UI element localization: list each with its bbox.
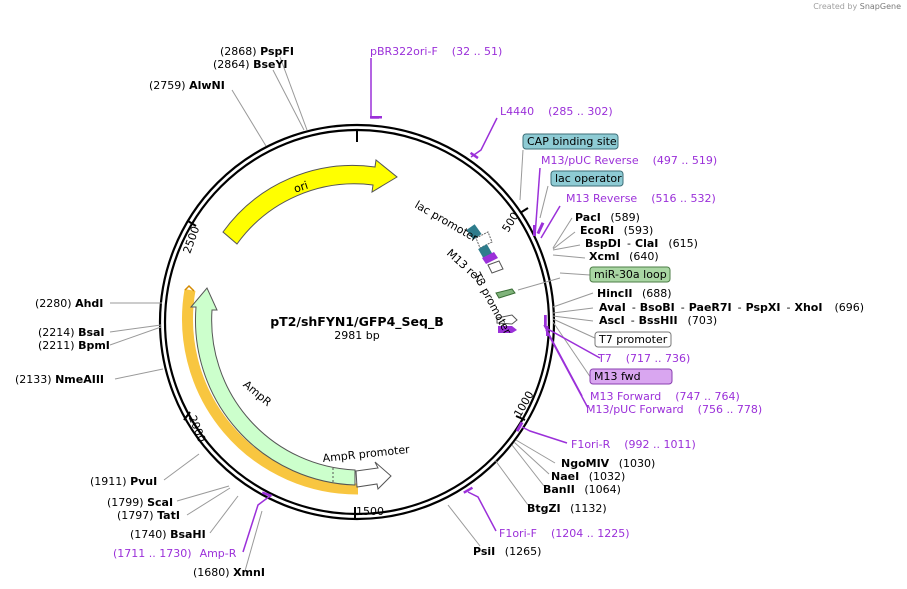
- tick-label-1500: 1500: [356, 505, 384, 518]
- primer-t7[interactable]: T7(717 .. 736): [597, 352, 690, 365]
- lac-operator-box[interactable]: [550, 170, 624, 187]
- enzyme-bpmi[interactable]: (2211) BpmI: [38, 339, 110, 352]
- enzyme-labels-right: PsiI (1265) BtgZI (1132) BanII (1064) Na…: [473, 211, 864, 558]
- enzyme-tati[interactable]: (1797) TatI: [117, 509, 180, 522]
- primer-m13-puc-reverse[interactable]: M13/pUC Reverse(497 .. 519): [541, 154, 717, 167]
- mir-30a-loop-text: miR-30a loop: [594, 268, 667, 281]
- backbone-inner: [163, 128, 551, 516]
- enzyme-ahdi[interactable]: (2280) AhdI: [35, 297, 103, 310]
- enzyme-banii[interactable]: BanII (1064): [543, 483, 621, 496]
- plasmid-name: pT2/shFYN1/GFP4_Seq_B: [270, 314, 444, 330]
- primer-l4440[interactable]: L4440(285 .. 302): [500, 105, 613, 118]
- lac-operator-text: lac operator: [555, 172, 622, 185]
- cap-binding-site-box[interactable]: [522, 133, 619, 150]
- enzyme-asci-bsshii[interactable]: AscI-BssHII(703): [599, 314, 717, 327]
- enzyme-hincii[interactable]: HincII (688): [597, 287, 672, 300]
- enzyme-paci[interactable]: PacI (589): [575, 211, 640, 224]
- tick-label-1000: 1000: [511, 389, 536, 420]
- enzyme-xcmi[interactable]: XcmI (640): [589, 250, 659, 263]
- cap-binding-site-mark[interactable]: [466, 224, 482, 240]
- primer-f1ori-f[interactable]: F1ori-F(1204 .. 1225): [499, 527, 630, 540]
- backbone-outer: [158, 123, 556, 521]
- boxed-feature-labels: CAP binding site lac operator miR-30a lo…: [522, 133, 673, 385]
- tick-2000: [183, 411, 191, 421]
- enzyme-alwni[interactable]: (2759) AlwNI: [149, 79, 225, 92]
- ori-label: ori: [292, 179, 310, 196]
- m13-rev-mark[interactable]: [482, 252, 498, 264]
- t3-promoter-label: T3 promoter: [470, 269, 514, 337]
- amp-r-promoter-feature[interactable]: [355, 461, 392, 491]
- mir-30a-loop-box[interactable]: [589, 266, 671, 283]
- amp-r-label: AmpR: [240, 378, 274, 409]
- ori-feature[interactable]: [222, 159, 398, 245]
- primer-pbr322ori-f[interactable]: pBR322ori-F(32 .. 51): [370, 45, 502, 58]
- primer-f1ori-r[interactable]: F1ori-R(992 .. 1011): [571, 438, 696, 451]
- primer-m13-puc-forward[interactable]: M13/pUC Forward(756 .. 778): [586, 403, 762, 416]
- plasmid-length: 2981 bp: [334, 329, 379, 342]
- enzyme-pspfi[interactable]: (2868) PspFI: [220, 45, 294, 58]
- enzyme-bsahi[interactable]: (1740) BsaHI: [130, 528, 206, 541]
- m13-fwd-text: M13 fwd: [594, 370, 641, 383]
- enzyme-psii[interactable]: PsiI (1265): [473, 545, 541, 558]
- enzyme-scai[interactable]: (1799) ScaI: [107, 496, 173, 509]
- primer-amp-r[interactable]: (1711 .. 1730)Amp-R: [113, 547, 237, 560]
- enzyme-xmni[interactable]: (1680) XmnI: [193, 566, 265, 579]
- lac-promoter-label: lac promoter: [413, 198, 481, 245]
- primer-labels: pBR322ori-F(32 .. 51) L4440(285 .. 302) …: [113, 45, 762, 560]
- enzyme-nmeaiii[interactable]: (2133) NmeAIII: [15, 373, 104, 386]
- enzyme-pvui[interactable]: (1911) PvuI: [90, 475, 157, 488]
- t7-promoter-mark[interactable]: [496, 314, 518, 325]
- enzyme-ngomiv[interactable]: NgoMIV (1030): [561, 457, 655, 470]
- m13-fwd-mark[interactable]: [498, 326, 517, 333]
- enzyme-naei[interactable]: NaeI (1032): [551, 470, 625, 483]
- enzyme-xhoi-group[interactable]: AvaI-BsoBI-PaeR7I-PspXI-XhoI(696): [599, 301, 864, 314]
- mir-30a-loop-mark[interactable]: [495, 288, 516, 299]
- amp-r-feature[interactable]: [189, 287, 356, 486]
- cap-binding-site-text: CAP binding site: [527, 135, 617, 148]
- primer-m13-forward[interactable]: M13 Forward(747 .. 764): [590, 390, 740, 403]
- tick-label-2000: 2000: [186, 413, 209, 444]
- enzyme-ecori[interactable]: EcoRI (593): [580, 224, 653, 237]
- t7-promoter-box[interactable]: [594, 331, 672, 348]
- enzyme-btgzi[interactable]: BtgZI (1132): [527, 502, 607, 515]
- enzyme-bsai[interactable]: (2214) BsaI: [38, 326, 105, 339]
- primer-m13-reverse[interactable]: M13 Reverse(516 .. 532): [566, 192, 716, 205]
- tick-2500: [187, 220, 197, 227]
- m13-fwd-box[interactable]: [589, 368, 673, 385]
- amp-r-highlight: [182, 289, 359, 495]
- tick-label-500: 500: [500, 210, 522, 235]
- amp-r-highlight-arrow: [184, 284, 195, 292]
- tick-1000: [515, 415, 526, 421]
- enzyme-bseyi[interactable]: (2864) BseYI: [213, 58, 288, 71]
- t3-promoter-mark[interactable]: [487, 260, 504, 274]
- enzyme-connectors: [109, 56, 598, 572]
- snapgene-logo: SnapGene: [859, 2, 901, 11]
- enzyme-bspdi-clai[interactable]: BspDI-ClaI(615): [585, 237, 698, 250]
- primer-ticks: [261, 116, 549, 498]
- enzyme-labels-left: (2868) PspFI (2864) BseYI (2759) AlwNI (…: [15, 45, 294, 579]
- lac-promoter-mark[interactable]: [475, 231, 493, 249]
- tick-500: [519, 207, 529, 214]
- t7-promoter-text: T7 promoter: [598, 333, 668, 346]
- amp-r-promoter-label: AmpR promoter: [322, 443, 411, 465]
- snapgene-credit: Created by SnapGene: [813, 2, 901, 11]
